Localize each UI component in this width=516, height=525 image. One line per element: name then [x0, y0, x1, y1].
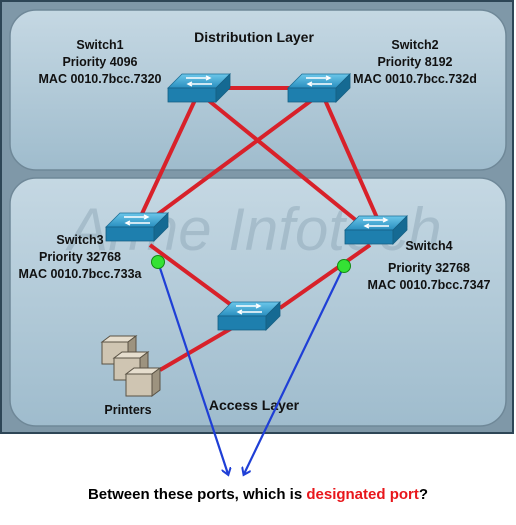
switch1-name: Switch1 [76, 38, 123, 52]
switch2-name: Switch2 [391, 38, 438, 52]
switch3-name: Switch3 [56, 233, 103, 247]
switch3-icon[interactable] [105, 212, 169, 242]
switch2-priority: Priority 8192 [377, 55, 452, 69]
question-prefix: Between these ports, which is [87, 486, 307, 503]
link-switch1-switch4 [206, 98, 370, 232]
question-text: Between these ports, which is designated… [0, 486, 516, 503]
switch3-mac: MAC 0010.7bcc.733a [19, 267, 143, 281]
arrow-from-switch4-port [244, 265, 345, 474]
question-suffix: ? [418, 486, 429, 503]
switch1-priority: Priority 4096 [62, 55, 137, 69]
switch4-icon[interactable] [344, 215, 408, 245]
link-switch4-access [278, 243, 372, 310]
switch1-mac: MAC 0010.7bcc.7320 [39, 72, 162, 86]
switch2-mac: MAC 0010.7bcc.732d [353, 72, 477, 86]
switch2-icon[interactable] [287, 73, 351, 103]
switch3-port-dot[interactable] [151, 255, 165, 269]
switch4-priority: Priority 32768 [388, 261, 470, 275]
arrows [156, 261, 345, 474]
link-switch2-switch3 [148, 98, 314, 222]
arrow-from-switch3-port [156, 261, 228, 474]
switch4-name: Switch4 [405, 239, 452, 253]
link-switch2-switch4 [323, 99, 380, 221]
printers-label: Printers [104, 403, 151, 417]
link-switch1-switch3 [138, 99, 197, 219]
access-layer-title: Access Layer [209, 397, 300, 413]
question-highlight: designated port [306, 486, 419, 503]
switch1-icon[interactable] [167, 73, 231, 103]
links [138, 86, 380, 372]
switch3-priority: Priority 32768 [39, 250, 121, 264]
link-switch3-access [148, 243, 240, 312]
access-switch-icon[interactable] [217, 301, 281, 331]
distribution-layer-title: Distribution Layer [194, 29, 314, 45]
printers-icon [100, 335, 162, 397]
link-access-printers [158, 326, 234, 372]
switch4-mac: MAC 0010.7bcc.7347 [368, 278, 491, 292]
switch4-port-dot[interactable] [337, 259, 351, 273]
